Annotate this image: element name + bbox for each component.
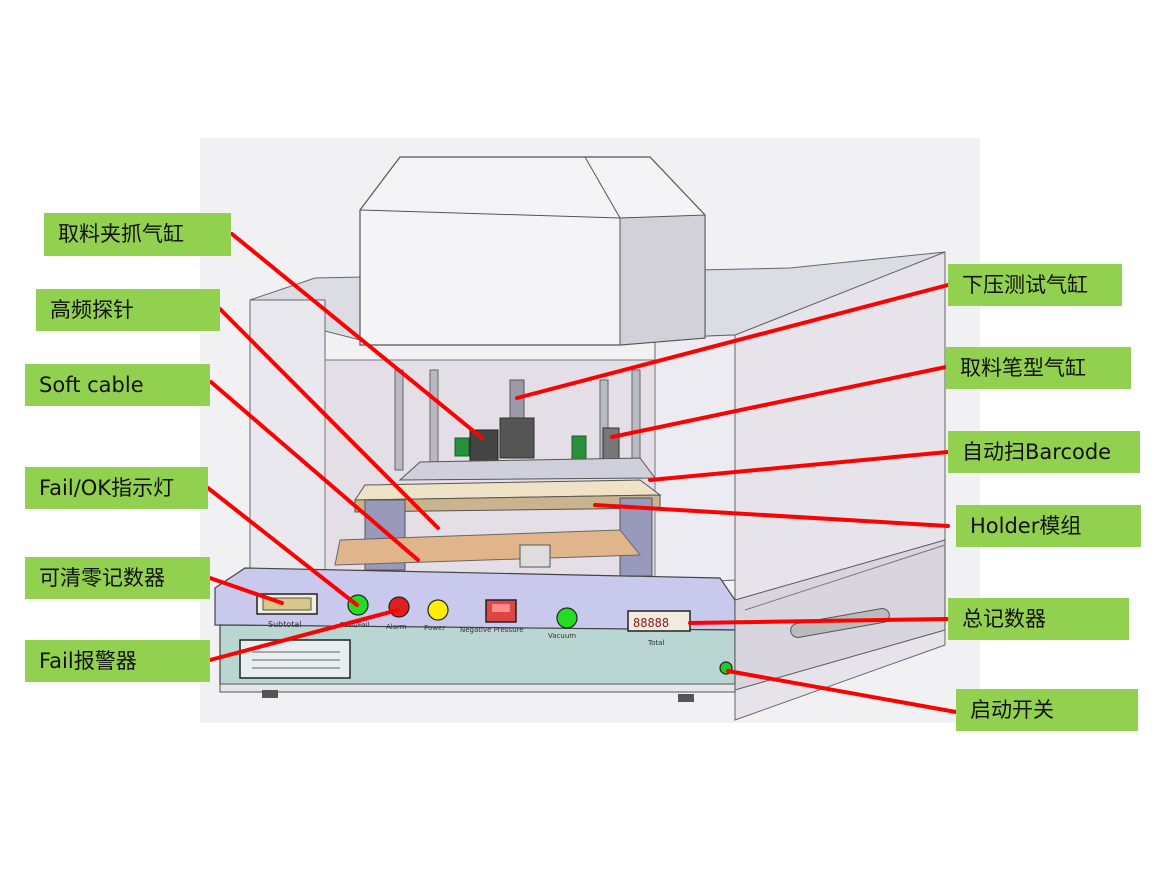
callout-reset-counter: 可清零记数器: [25, 557, 210, 599]
leader-gripper-cylinder: [230, 232, 484, 440]
callout-total-counter: 总记数器: [948, 598, 1129, 640]
callout-soft-cable: Soft cable: [25, 364, 210, 406]
callout-gripper-cylinder: 取料夹抓气缸: [44, 213, 231, 256]
side-base: [734, 539, 946, 691]
callout-fail-alarm: Fail报警器: [25, 640, 210, 682]
power-lamp: [427, 599, 449, 621]
callout-auto-barcode: 自动扫Barcode: [948, 431, 1140, 473]
callout-fail-alarm-text: Fail报警器: [39, 648, 137, 673]
leader-press-cylinder: [515, 283, 950, 400]
fixture-block: [519, 544, 551, 568]
callout-hf-probe: 高频探针: [36, 289, 220, 331]
pressure-label: Negative Pressure: [460, 626, 524, 634]
power-label: Power: [424, 624, 445, 632]
vacuum-label: Vacuum: [548, 632, 576, 640]
upper-plate: [398, 457, 656, 481]
leader-auto-barcode: [648, 450, 950, 482]
gripper-block: [469, 429, 499, 465]
leader-soft-cable: [209, 380, 420, 562]
callout-auto-barcode-text: 自动扫Barcode: [962, 439, 1112, 464]
top-cover-side: [619, 214, 706, 346]
callout-press-cylinder-text: 下压测试气缸: [962, 272, 1088, 297]
leader-fail-ok-lamp: [206, 486, 359, 607]
guide-rod: [394, 369, 404, 471]
callout-reset-counter-text: 可清零记数器: [39, 565, 165, 590]
callout-holder-module: Holder模组: [956, 505, 1141, 547]
callout-fail-ok-lamp-text: Fail/OK指示灯: [39, 475, 175, 500]
callout-pen-cylinder-text: 取料笔型气缸: [960, 355, 1086, 380]
right-pillar: [654, 334, 736, 586]
callout-holder-module-text: Holder模组: [970, 513, 1082, 538]
callout-press-cylinder: 下压测试气缸: [948, 264, 1122, 306]
pass-fail-label: Pass/Fail: [340, 621, 369, 629]
leader-reset-counter: [208, 576, 284, 605]
vacuum-lamp: [556, 607, 578, 629]
callout-soft-cable-text: Soft cable: [39, 372, 144, 397]
leader-total-counter: [688, 617, 950, 625]
gripper-sensor: [454, 437, 470, 457]
left-pillar: [249, 299, 326, 586]
guide-rod: [429, 369, 439, 466]
base-plate: [219, 683, 736, 693]
leader-fail-alarm: [208, 608, 400, 662]
side-handle: [790, 608, 890, 638]
callout-pen-cylinder: 取料笔型气缸: [946, 347, 1131, 389]
leader-pen-cylinder: [610, 365, 948, 439]
subtotal-label: Subtotal: [268, 620, 302, 629]
machine-foot: [678, 694, 694, 702]
leader-holder-module: [593, 503, 950, 528]
callout-hf-probe-text: 高频探针: [50, 297, 134, 322]
guide-rod: [631, 369, 641, 471]
leader-hf-probe: [218, 307, 440, 530]
total-label: Total: [647, 639, 664, 647]
machine-foot: [262, 690, 278, 698]
leader-start-switch: [726, 669, 958, 714]
callout-total-counter-text: 总记数器: [962, 606, 1046, 631]
press-cylinder-body: [499, 417, 535, 459]
press-cylinder-rod: [509, 379, 525, 421]
total-counter-value: 88888: [633, 616, 669, 630]
pen-cylinder: [571, 435, 587, 461]
leader-lines: [206, 232, 958, 714]
callout-fail-ok-lamp: Fail/OK指示灯: [25, 467, 208, 509]
alarm-lamp: [388, 596, 410, 618]
callout-start-switch-text: 启动开关: [970, 697, 1054, 722]
alarm-label: Alarm: [386, 623, 407, 631]
callout-start-switch: 启动开关: [956, 689, 1138, 731]
callout-gripper-cylinder-text: 取料夹抓气缸: [58, 222, 184, 246]
